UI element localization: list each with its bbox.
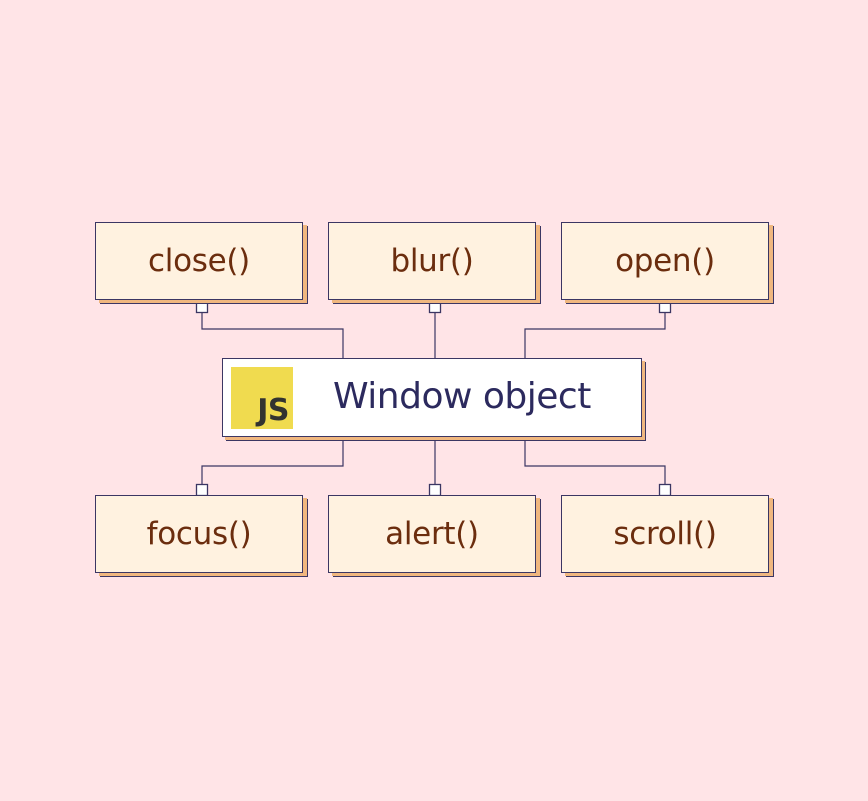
method-label: focus()	[146, 516, 252, 552]
window-object-box: JS Window object	[222, 358, 642, 437]
connector-port-scroll	[658, 483, 672, 497]
connector-open	[524, 312, 666, 358]
method-box-alert: alert()	[328, 495, 536, 573]
javascript-logo-text: JS	[257, 393, 289, 428]
method-box-scroll: scroll()	[561, 495, 769, 573]
method-label: alert()	[385, 516, 479, 552]
connector-port-blur	[428, 300, 442, 314]
method-label: scroll()	[613, 516, 717, 552]
method-label: blur()	[390, 243, 474, 279]
connector-scroll	[524, 437, 666, 484]
connector-port-close	[195, 300, 209, 314]
connector-port-focus	[195, 483, 209, 497]
method-box-close: close()	[95, 222, 303, 300]
connector-port-alert	[428, 483, 442, 497]
window-object-title: Window object	[333, 376, 591, 417]
javascript-logo-icon: JS	[231, 367, 293, 429]
connector-close	[201, 312, 344, 358]
method-label: close()	[148, 243, 250, 279]
method-box-blur: blur()	[328, 222, 536, 300]
method-box-focus: focus()	[95, 495, 303, 573]
connector-port-open	[658, 300, 672, 314]
method-label: open()	[615, 243, 715, 279]
connector-focus	[201, 437, 344, 484]
method-box-open: open()	[561, 222, 769, 300]
